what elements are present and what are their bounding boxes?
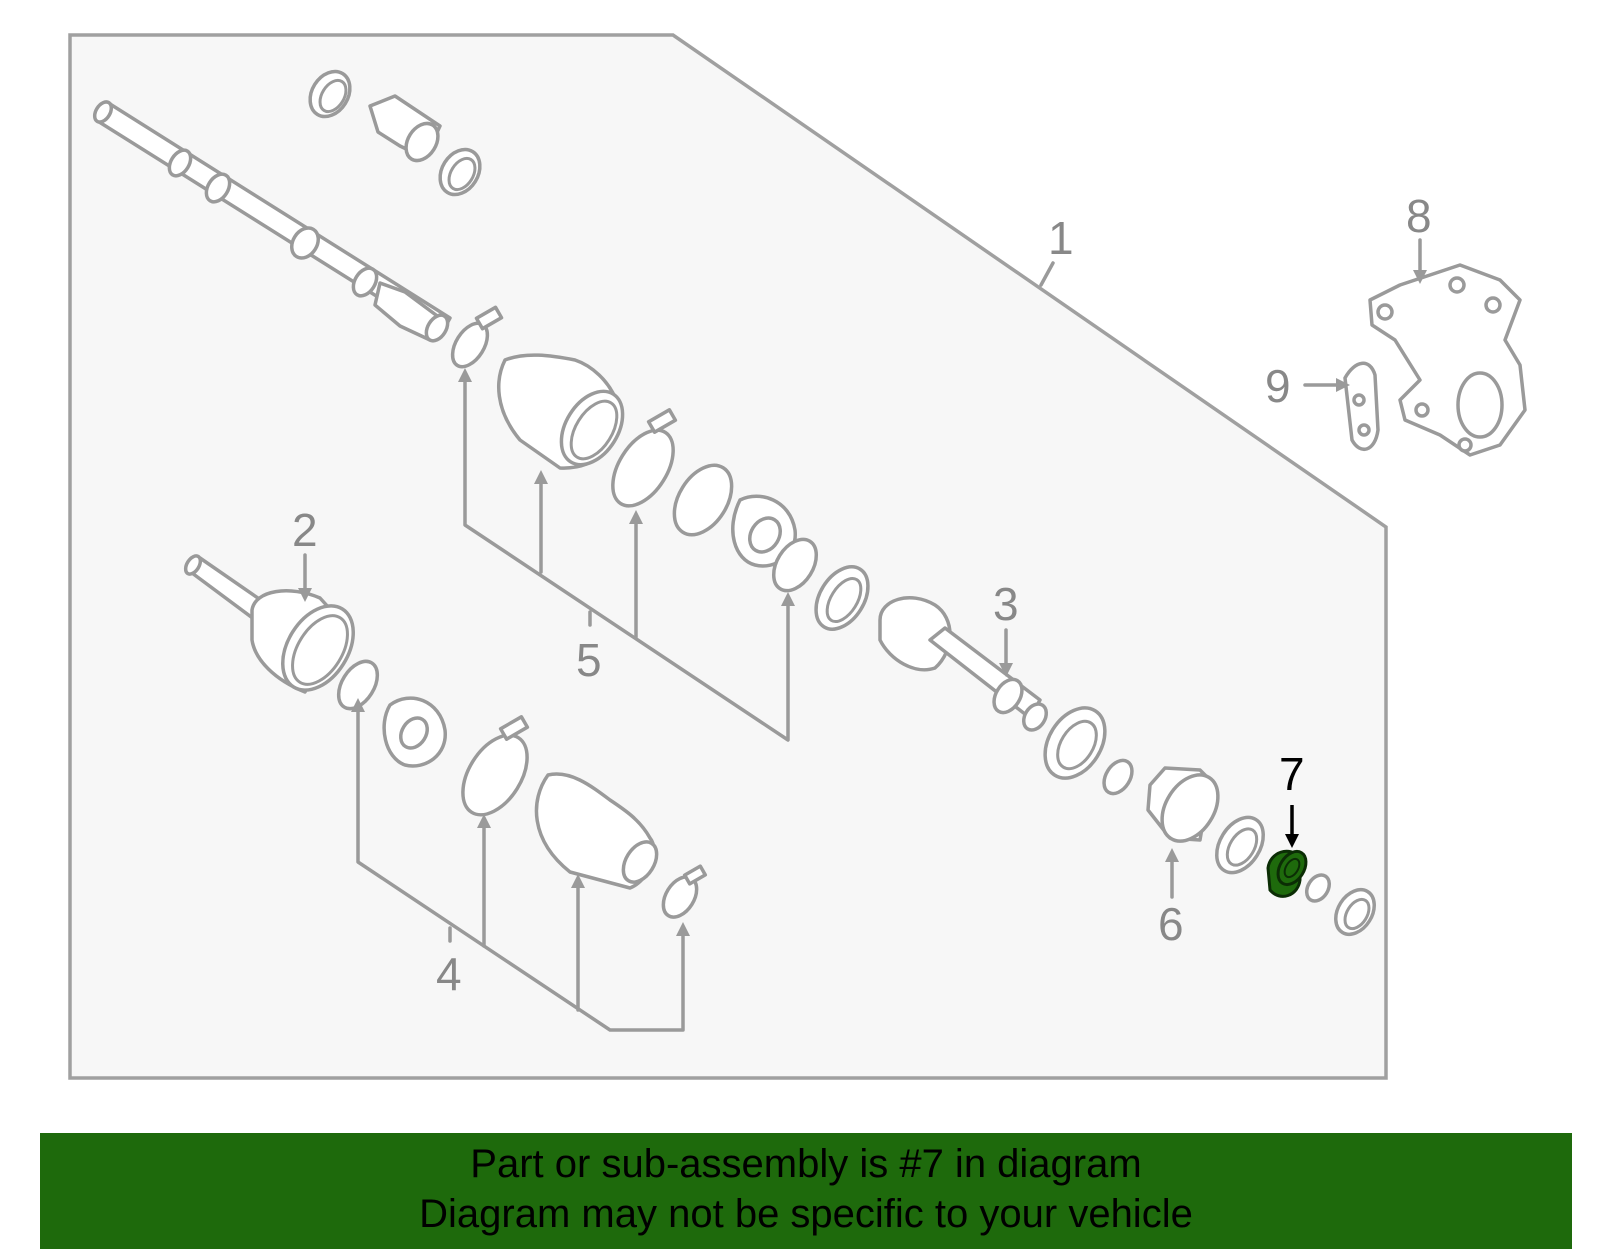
outer-cv-joint xyxy=(814,565,1049,732)
inner-boot-set xyxy=(450,305,819,593)
callout-1: 1 xyxy=(1048,212,1074,264)
axle-shaft xyxy=(92,100,452,343)
callout-8: 8 xyxy=(1406,190,1432,242)
damper-set xyxy=(308,69,482,197)
knuckle-bracket xyxy=(1368,263,1527,457)
callout-5: 5 xyxy=(576,634,602,686)
mounting-plate xyxy=(1343,361,1380,451)
part-7-highlighted xyxy=(1266,849,1308,898)
inner-cv-joint xyxy=(183,554,355,694)
callout-6: 6 xyxy=(1158,898,1184,950)
part-info-banner: Part or sub-assembly is #7 in diagram Di… xyxy=(40,1133,1572,1249)
washers xyxy=(1304,873,1376,937)
callout-3: 3 xyxy=(993,578,1019,630)
callout-9: 9 xyxy=(1265,360,1291,412)
assembly-panel xyxy=(68,33,1388,1080)
leader-lines xyxy=(298,238,1427,1032)
banner-line-1: Part or sub-assembly is #7 in diagram xyxy=(470,1142,1142,1186)
callout-7: 7 xyxy=(1279,748,1305,800)
callout-4: 4 xyxy=(436,948,462,1000)
hub-bearing-group xyxy=(1043,706,1265,875)
callout-2: 2 xyxy=(292,504,318,556)
banner-line-2: Diagram may not be specific to your vehi… xyxy=(419,1192,1193,1236)
outer-boot-set xyxy=(336,659,708,919)
